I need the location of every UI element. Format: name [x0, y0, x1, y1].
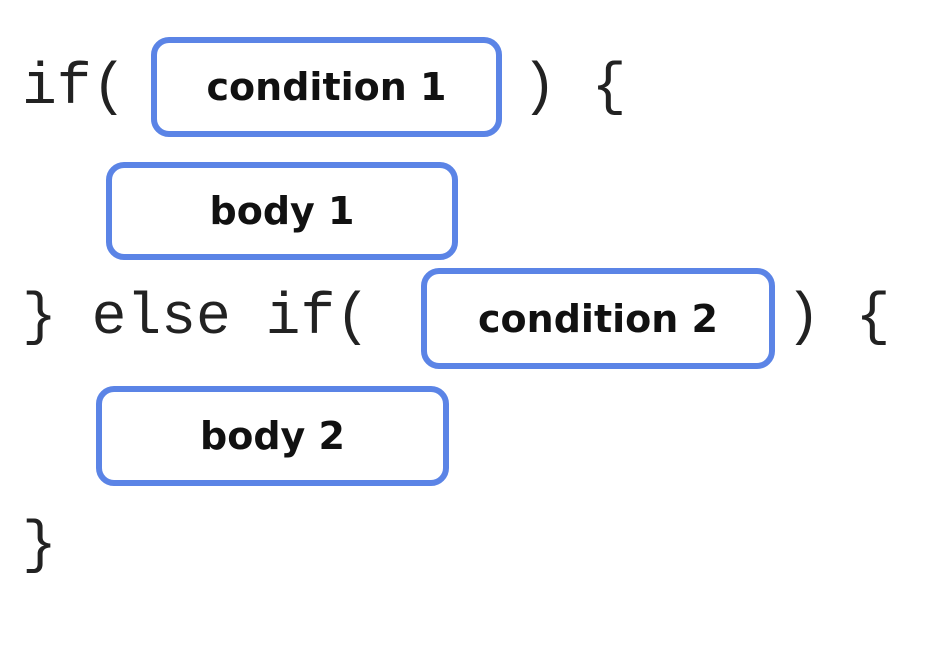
if-close-paren-brace: ) { [522, 56, 627, 121]
condition-2-box: condition 2 [421, 268, 775, 369]
if-keyword: if( [22, 56, 127, 121]
condition-1-box: condition 1 [151, 37, 502, 137]
body-1-box: body 1 [106, 162, 458, 260]
body-2-box: body 2 [96, 386, 449, 486]
else-if-close-paren-brace: ) { [786, 286, 891, 351]
closing-brace: } [22, 514, 57, 579]
else-if-keyword: } else if( [22, 286, 371, 351]
